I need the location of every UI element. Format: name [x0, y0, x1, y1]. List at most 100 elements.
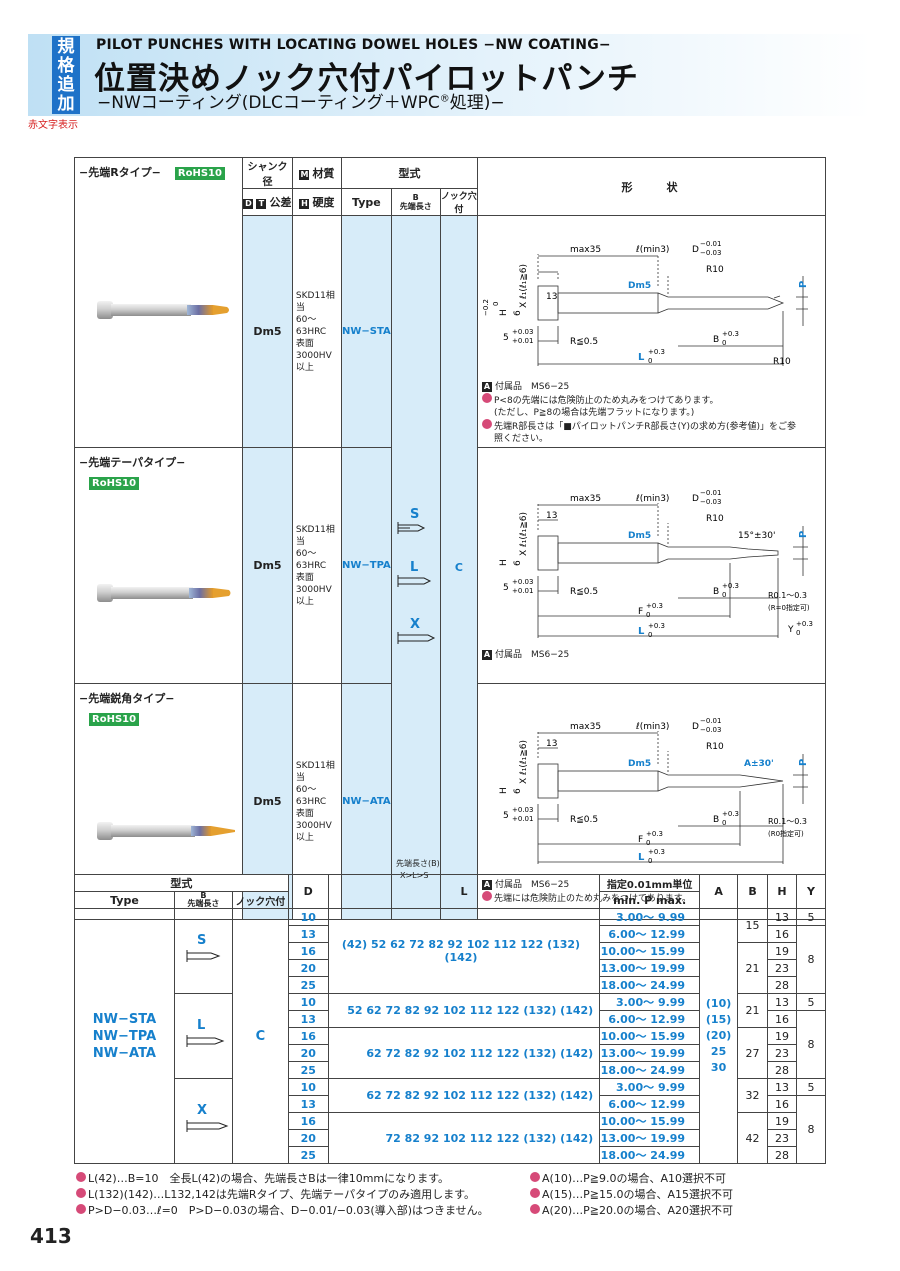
svg-text:+0.3: +0.3: [722, 582, 739, 590]
col-type-group: 型式: [340, 157, 478, 189]
svg-text:0: 0: [796, 629, 800, 637]
product-image-r: [74, 215, 243, 448]
svg-text:+0.3: +0.3: [796, 620, 813, 628]
svg-text:R0.1〜0.3: R0.1〜0.3: [768, 591, 807, 600]
tip-s-cell: S: [173, 908, 233, 994]
svg-text:+0.01: +0.01: [512, 337, 533, 345]
dim-l: L: [638, 352, 645, 363]
svg-text:−0.03: −0.03: [700, 249, 721, 257]
drawing-acute-type: 13 max35 ℓ(min3) D −0.01 −0.03 R10 A±30'…: [499, 717, 809, 865]
row-label-r-type: −先端Rタイプ−RoHS10: [74, 157, 243, 216]
svg-text:ℓ(min3): ℓ(min3): [635, 722, 669, 732]
red-text-note: 赤文字表示: [28, 120, 78, 131]
svg-text:X: X: [197, 1103, 207, 1118]
spec-added-tag: 規格追加: [52, 36, 80, 114]
l-values-l-b: 62 72 82 92 102 112 122 (132) (142): [327, 1027, 601, 1079]
svg-text:0: 0: [722, 339, 726, 347]
svg-text:0: 0: [648, 357, 652, 365]
pilot-punch-photo-r: [97, 300, 229, 319]
l-values-x-b: 72 82 92 102 112 122 (132) (142): [327, 1112, 601, 1164]
t2-type-group: 型式: [74, 874, 289, 892]
tip-s-icon: S: [186, 933, 221, 962]
dim-13: 13: [546, 292, 557, 302]
svg-text:L: L: [197, 1018, 205, 1033]
type-tpa: NW−TPA: [340, 447, 392, 684]
svg-text:F: F: [638, 835, 643, 845]
tip-x-icon: X: [186, 1103, 229, 1132]
dim-max35: max35: [570, 245, 601, 255]
pilot-punch-photo-taper: [97, 584, 231, 602]
svg-text:+0.03: +0.03: [512, 578, 533, 586]
svg-text:+0.3: +0.3: [648, 348, 665, 356]
drawing-taper-type: 13 max35 ℓ(min3) D −0.01 −0.03 R10 15°±3…: [499, 489, 813, 639]
t2-a: A: [699, 874, 739, 909]
svg-text:+0.3: +0.3: [648, 622, 665, 630]
svg-text:A±30': A±30': [744, 759, 774, 769]
tip-x-label: X: [410, 617, 420, 632]
tip-x-cell: X: [173, 1078, 233, 1164]
pilot-punch-photo-acute: [97, 822, 235, 840]
dim-p: P: [798, 281, 809, 288]
svg-text:Y: Y: [787, 625, 794, 635]
svg-text:−0.01: −0.01: [700, 489, 721, 497]
col-knock: ノック穴付: [439, 188, 478, 216]
svg-text:−0.2: −0.2: [482, 299, 490, 316]
dim-lmin3: ℓ(min3): [635, 245, 669, 255]
drawing-r-type: 13 max35 ℓ(min3) D −0.01 −0.03 R10 R10 D…: [482, 240, 809, 367]
dim-6: 6: [513, 310, 523, 316]
knock-c: C: [439, 215, 478, 920]
l-values-s: (42) 52 62 72 82 92 102 112 122 (132) (1…: [327, 908, 601, 994]
svg-text:F: F: [638, 607, 643, 617]
svg-text:Dm5: Dm5: [628, 531, 651, 541]
dim-r10: R10: [706, 265, 724, 275]
svg-text:X ℓ₁(ℓ₁≧6): X ℓ₁(ℓ₁≧6): [519, 512, 529, 556]
dim-dm5: Dm5: [628, 281, 651, 291]
svg-text:B: B: [713, 587, 719, 597]
svg-text:6: 6: [513, 788, 523, 794]
svg-text:(R=0指定可): (R=0指定可): [768, 603, 810, 612]
tip-l-cell: L: [173, 993, 233, 1079]
svg-text:0: 0: [722, 819, 726, 827]
svg-text:P: P: [798, 759, 809, 766]
dim-r10b: R10: [773, 357, 791, 367]
t2-type: Type: [74, 891, 175, 909]
t2-y: Y: [795, 874, 827, 909]
svg-text:−0.03: −0.03: [700, 498, 721, 506]
svg-text:R10: R10: [706, 742, 724, 752]
svg-text:+0.01: +0.01: [512, 587, 533, 595]
svg-text:P: P: [798, 531, 809, 538]
shape-taper: 13 max35 ℓ(min3) D −0.01 −0.03 R10 15°±3…: [476, 447, 827, 684]
title-jp: 位置決めノック穴付パイロットパンチ: [94, 61, 639, 97]
svg-text:0: 0: [646, 839, 650, 847]
svg-text:5: 5: [503, 811, 509, 821]
header-band: [28, 34, 872, 116]
svg-text:0: 0: [646, 611, 650, 619]
svg-text:X ℓ₁(ℓ₁≧6): X ℓ₁(ℓ₁≧6): [519, 740, 529, 784]
dim-h: H: [499, 309, 509, 316]
svg-text:+0.3: +0.3: [646, 830, 663, 838]
svg-text:+0.01: +0.01: [512, 815, 533, 823]
t2-p: min. P max.: [599, 891, 701, 909]
dim-dtol: D: [692, 245, 699, 255]
svg-text:+0.03: +0.03: [512, 328, 533, 336]
svg-text:+0.3: +0.3: [722, 330, 739, 338]
svg-text:+0.03: +0.03: [512, 806, 533, 814]
dim-r05: R≦0.5: [570, 337, 598, 347]
dim-5: 5: [503, 333, 509, 343]
svg-text:B: B: [713, 815, 719, 825]
tip-note-1: 先端長さ(B): [396, 858, 440, 868]
svg-text:−0.03: −0.03: [700, 726, 721, 734]
t2-knock: ノック穴付: [231, 891, 289, 909]
dim-xl: X ℓ₁(ℓ₁≧6): [519, 264, 529, 308]
svg-text:0: 0: [648, 631, 652, 639]
svg-text:+0.3: +0.3: [646, 602, 663, 610]
footnotes-left: L(42)…B=10 全長L(42)の場合、先端長さBは一律10mmになります。…: [76, 1171, 489, 1219]
